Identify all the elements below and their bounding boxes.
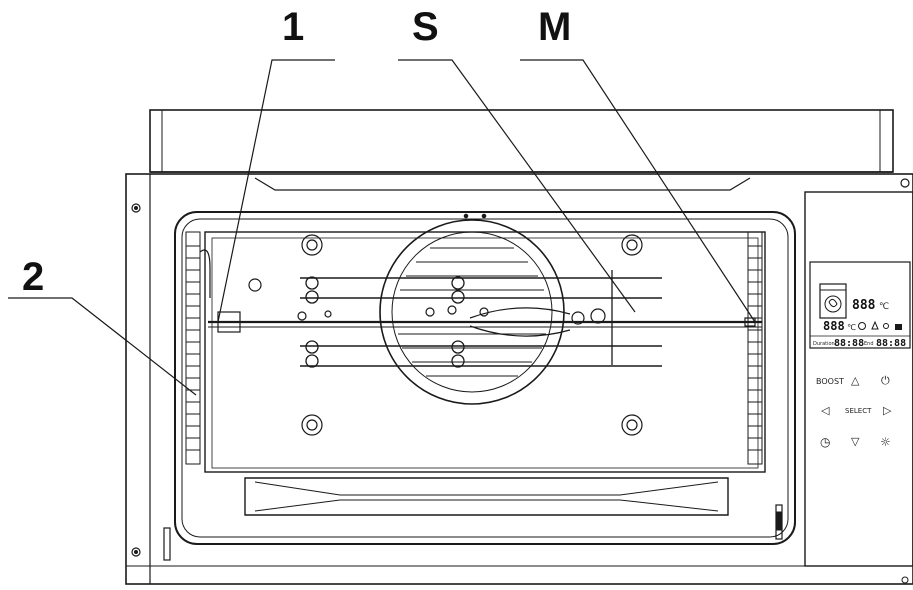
cavity-bolts xyxy=(248,234,643,436)
frame-screw-icon xyxy=(131,203,141,213)
bolt-icon xyxy=(621,414,643,436)
left-arrow-icon[interactable]: ◁ xyxy=(821,404,830,417)
leader-line-m xyxy=(520,59,756,323)
bolt-icon xyxy=(301,414,323,436)
fan-cover xyxy=(379,219,565,405)
shelf-guide-right xyxy=(747,231,763,465)
hinge-left xyxy=(163,527,171,561)
leader-line-2 xyxy=(8,297,197,396)
clock-icon xyxy=(858,322,866,330)
light-status-icon xyxy=(883,323,889,329)
rotisserie-assembly xyxy=(208,270,762,368)
control-panel: 888 ℃ 888 ℃ Duration 88:88 End 88:88 BOO… xyxy=(804,191,913,567)
frame-screw-icon xyxy=(131,547,141,557)
light-icon[interactable]: ☼ xyxy=(880,435,891,449)
callout-label-s: S xyxy=(412,5,439,49)
lock-icon xyxy=(895,324,902,330)
lcd-top-temp: 888 xyxy=(852,298,876,313)
leader-lines xyxy=(8,59,756,396)
callout-label-m: M xyxy=(538,5,571,49)
power-icon[interactable]: ⏻ xyxy=(881,374,890,387)
boost-button[interactable]: BOOST xyxy=(816,377,844,386)
leader-line-s xyxy=(398,59,636,313)
frame-screw-icon xyxy=(900,178,910,188)
oven-frame xyxy=(125,173,913,585)
probe-socket-icon xyxy=(248,278,262,292)
oven-cavity xyxy=(204,231,766,473)
up-arrow-icon[interactable]: △ xyxy=(851,374,860,387)
door-handle xyxy=(244,477,729,516)
end-value: 88:88 xyxy=(876,338,906,349)
oven-door xyxy=(163,211,796,561)
duration-value: 88:88 xyxy=(834,338,864,349)
bell-icon xyxy=(871,320,879,330)
end-label: End xyxy=(864,341,874,347)
bolt-icon xyxy=(621,234,643,256)
duration-label: Duration xyxy=(813,341,835,347)
frame-screw-icon xyxy=(901,576,909,584)
timer-icon[interactable]: ◷ xyxy=(820,435,831,449)
callout-label-1: 1 xyxy=(282,5,304,49)
skewer-loops xyxy=(305,276,465,368)
fan-mode-icon xyxy=(819,283,847,319)
lcd-bottom-temp: 888 xyxy=(823,319,845,333)
right-arrow-icon[interactable]: ▷ xyxy=(883,404,892,417)
top-housing xyxy=(149,109,894,191)
shelf-guide-left xyxy=(185,231,211,465)
lcd-top-unit: ℃ xyxy=(879,302,889,312)
callout-label-2: 2 xyxy=(22,255,44,299)
leader-line-1 xyxy=(217,59,335,323)
select-button[interactable]: SELECT xyxy=(845,407,872,415)
lcd-bottom-unit: ℃ xyxy=(847,323,856,332)
lcd-display xyxy=(809,261,911,349)
hinge-right xyxy=(775,504,783,540)
bolt-icon xyxy=(301,234,323,256)
down-arrow-icon[interactable]: ▽ xyxy=(851,435,860,448)
